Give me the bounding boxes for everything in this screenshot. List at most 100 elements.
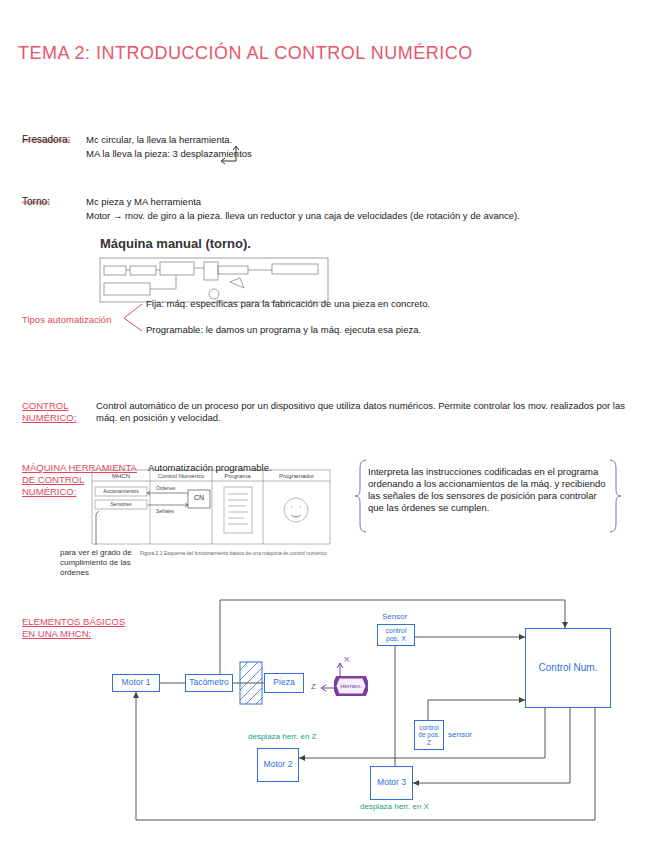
node-text: Herram. [340,683,362,690]
program-lines [228,494,248,524]
sensor-box: control pos. X [377,624,415,646]
motor-box: Motor 1 [112,674,160,692]
figure-text: Señales [156,508,174,514]
cn-box [188,490,210,508]
table-lines [92,470,330,544]
figure-box [104,266,126,275]
figure-arrow [147,491,188,495]
motor-box: Motor 3 [370,766,413,800]
connector [220,600,568,674]
manual-lathe-figure [100,258,328,302]
z-axis-arrow [321,685,334,691]
mhcn-figure [92,470,330,544]
figure-wheel [209,289,219,299]
workpiece-box: Pieza [264,673,304,693]
node-text: Tacómetro [189,678,229,688]
figure-box [272,264,318,274]
arrow-head [413,780,419,786]
note-text: Mc circular, la lleva la herramienta. [86,134,232,146]
figure-text: Órdenes [156,485,175,491]
section-term: Torno: [22,196,50,209]
bracket [124,304,142,331]
figure-box [95,487,147,496]
controller-box: Control Num. [525,628,611,708]
note-text: Programable: le damos un programa y la m… [146,324,421,336]
figure-chuck [204,262,218,280]
motor-box: Motor 2 [257,748,299,782]
sensor-box: control de pos. Z [414,720,444,750]
figure-box [104,283,150,295]
connector-line [395,646,396,766]
figure-caption: Figura 2.1 Esquema del funcionamiento bá… [140,550,327,556]
programmer-face [291,507,301,517]
figure-tool [230,278,244,288]
connector [413,708,570,786]
figure-frame [100,258,328,302]
connector [233,683,264,684]
node-text: Motor 2 [264,760,293,770]
table-header: Programa [212,473,263,481]
section-heading: CONTROL NUMÉRICO: [22,400,92,424]
brace-right [610,460,621,532]
figure-workpiece [218,266,248,274]
node-text: Control Num. [539,662,598,674]
tachometer-box: Tacómetro [185,674,233,692]
connector-line [299,708,545,758]
connector-line [160,683,185,684]
motor-note: desplaza herr. en X [360,802,429,812]
table-header: Programador [263,473,330,481]
note-brace [355,460,621,532]
connector [133,692,595,820]
connector [160,683,185,684]
note-text: Mc pieza y MA herramienta [86,196,201,208]
node-text: Pieza [273,678,294,688]
connector-line [136,692,595,820]
section-heading: Tipos automatización [22,314,111,326]
figure-frame [92,470,330,544]
leader-line [96,511,99,545]
note-text: Interpreta las instrucciones codificadas… [368,466,608,514]
axis-label: X [344,655,349,665]
sensor-label: Sensor [382,612,407,622]
connector [415,634,525,640]
figure-arrow [148,503,188,507]
page-title: TEMA 2: INTRODUCCIÓN AL CONTROL NUMÉRICO [18,42,473,65]
programmer-face [284,498,308,522]
connector-line [428,700,525,720]
figure-text: CN [188,494,210,503]
connector-line [415,637,525,638]
table-header: Control Numérico [150,473,212,481]
note-text: Motor → mov. de giro a la pieza. lleva u… [86,210,638,222]
node-text: control de pos. Z [417,724,441,746]
note-text: Control automático de un proceso por un … [96,400,636,424]
axis-label: Z [311,682,316,692]
x-axis-arrow [337,663,343,676]
connector-line [233,683,264,684]
tool-shape: Herram. [334,676,368,696]
node-text: Motor 1 [122,678,151,688]
connector-line [220,600,565,674]
note-text: Fija: máq. específicas para la fabricaci… [146,298,430,310]
connector-line [413,708,570,783]
figure-text: Accionamientos [95,488,147,494]
section-term: Fresadora: [22,134,70,147]
sensor-label: sensor [448,730,472,740]
node-text: control pos. X [380,627,412,643]
program-sheet [224,487,252,533]
connector [428,697,525,720]
connector [299,708,545,761]
figure-box [130,266,156,275]
brace-left [355,460,366,532]
arrow-head [133,692,139,698]
note-text: para ver el grado de cumplimiento de las… [60,548,134,578]
arrow-head [299,755,305,761]
motor-note: desplaza herr. en Z [248,732,316,742]
tool-hexagon-outline [334,676,367,695]
figure-wire [126,268,204,289]
figure-wire [248,270,272,271]
connector [395,646,396,766]
note-text: MA la lleva la pieza: 3 desplazamientos [86,148,252,160]
